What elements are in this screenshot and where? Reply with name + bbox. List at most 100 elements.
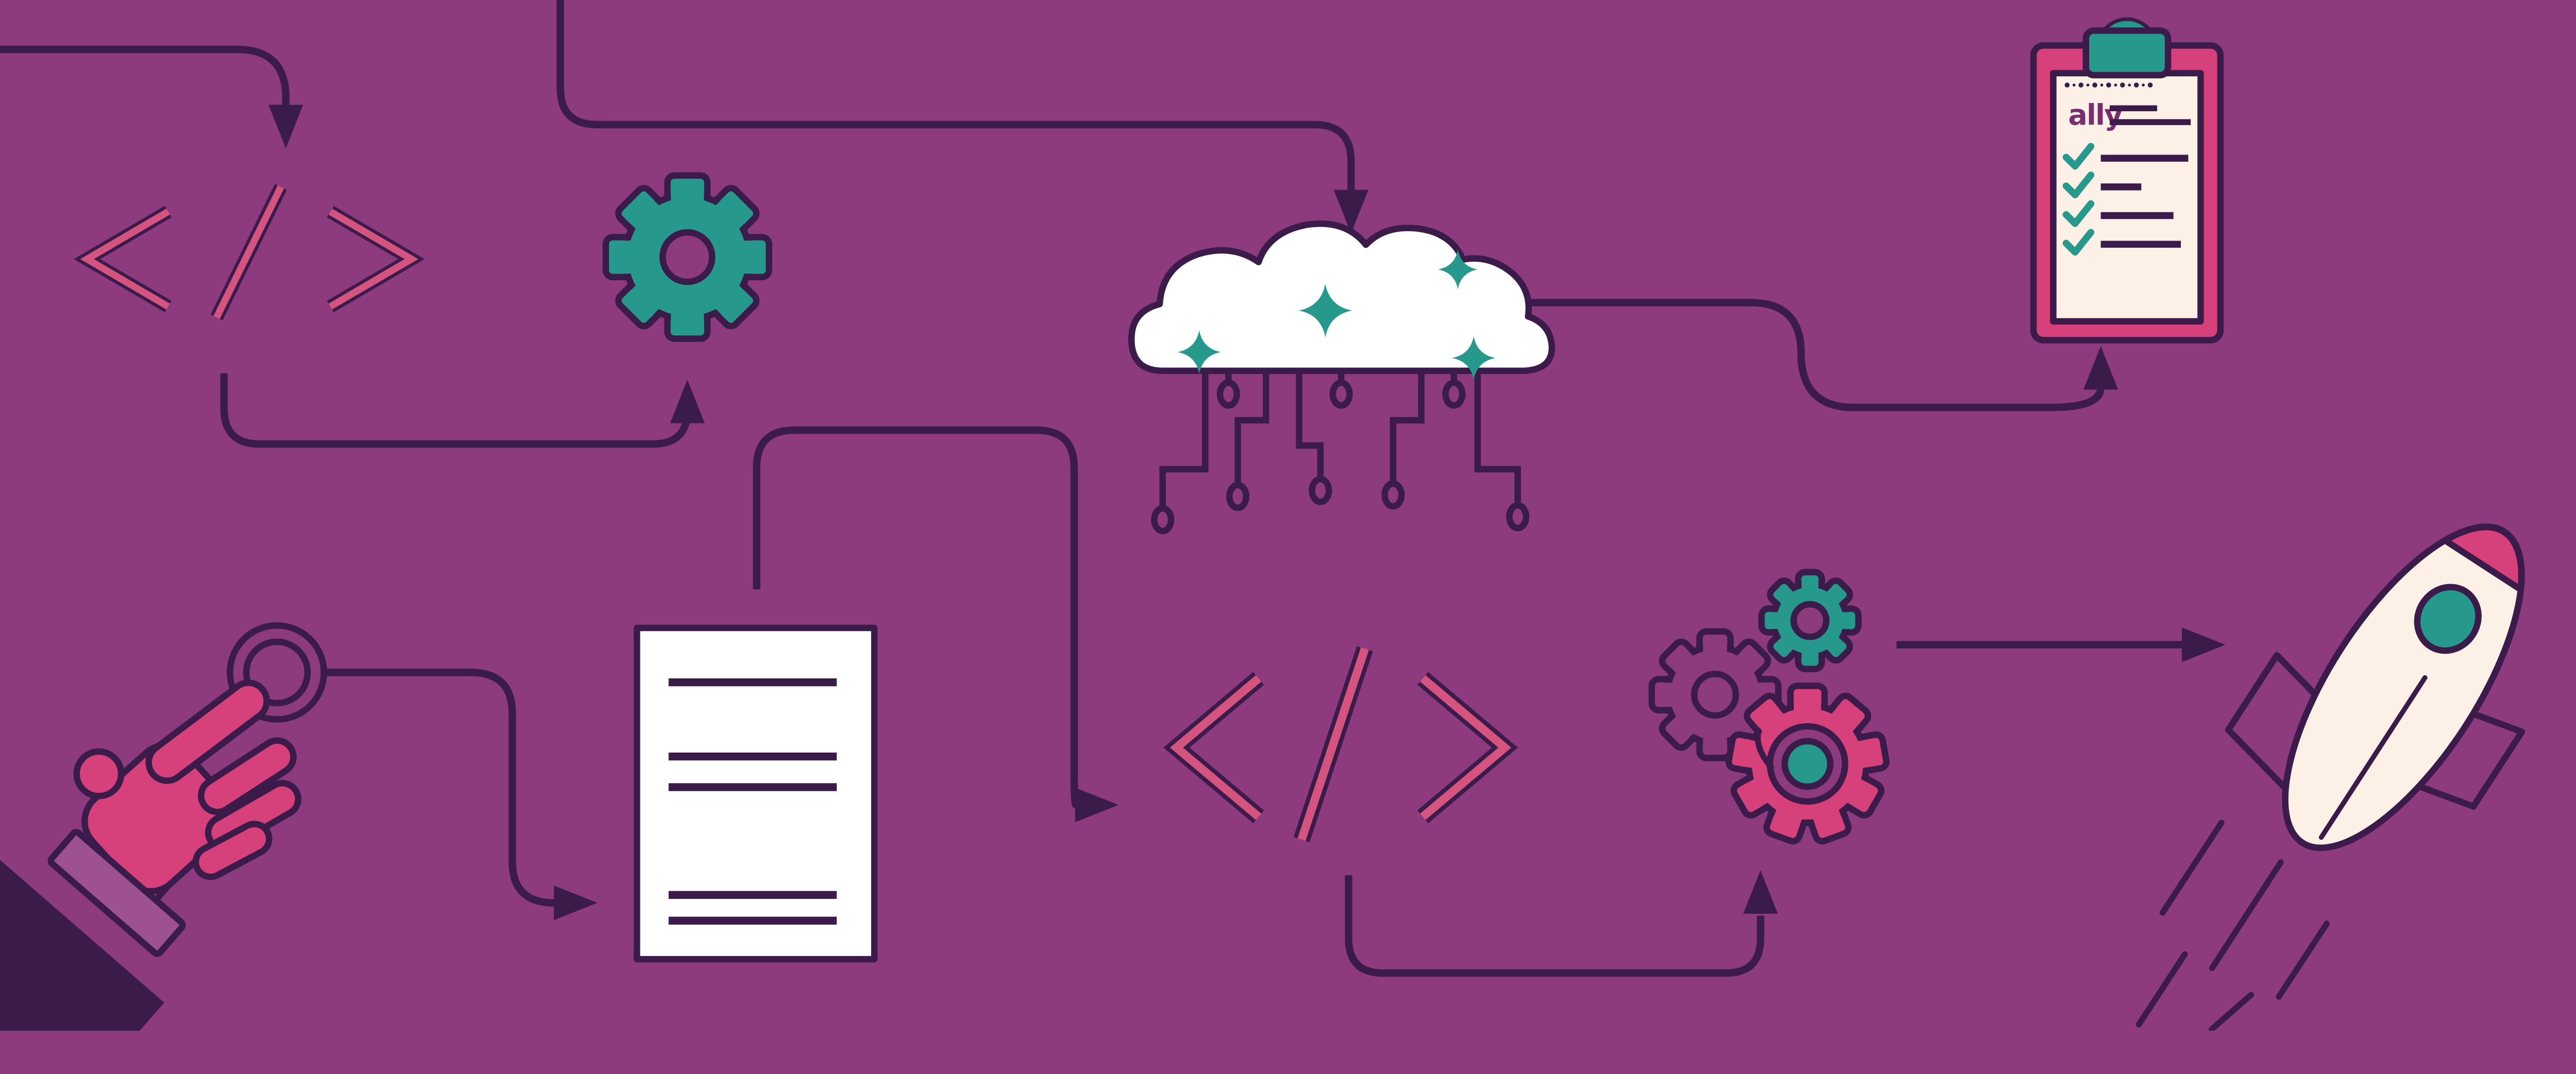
checklist-line: [2100, 155, 2189, 162]
arrowhead-up-icon: [1743, 870, 1778, 914]
arrowhead-up-icon: [670, 380, 705, 423]
gear-part: [1812, 806, 1845, 838]
sparkle-icon: [1298, 283, 1352, 337]
checklist-line: [2100, 212, 2174, 219]
gear-pink-hub: [1781, 738, 1834, 790]
checkmark-icon: [2062, 229, 2095, 256]
gear-part: [1836, 612, 1855, 629]
sleeve-cuff: [47, 829, 186, 957]
document-icon: [634, 624, 878, 963]
checkmark-icon: [2062, 200, 2095, 227]
button-inner-ring: [243, 638, 311, 707]
gear-part: [1801, 575, 1819, 594]
flow-arrow-8: [1526, 299, 2105, 412]
workflow-illustration: ally: [0, 0, 2526, 1031]
clipboard-clip: [2082, 27, 2172, 79]
flow-arrows: [0, 0, 2226, 977]
ally-logo: ally: [2068, 98, 2123, 132]
paper-perforation-dots: [2064, 82, 2153, 88]
circuit-drop: [1389, 369, 1425, 482]
arrowhead-right-icon: [1075, 788, 1119, 823]
document-line: [668, 783, 837, 791]
gear-part: [1666, 645, 1695, 675]
gear-part: [714, 192, 753, 230]
circuit-node: [1442, 379, 1466, 409]
thumb: [73, 748, 125, 799]
circuit-drop: [1474, 369, 1521, 504]
flow-arrow-2: [220, 373, 691, 448]
gear-part: [1801, 647, 1819, 666]
flow-arrow-5: [753, 426, 1080, 809]
gear-teal-small: [1758, 569, 1862, 672]
gear-part: [1824, 635, 1846, 657]
circuit-node: [1309, 475, 1332, 505]
checklist-rows: [2062, 143, 2189, 256]
code-bracket-right: [1417, 672, 1518, 824]
gear-cluster-icon: [1648, 569, 1890, 845]
arrowhead-up-icon: [2083, 346, 2119, 390]
speed-lines: [2136, 820, 2330, 1031]
arrowhead-right-icon: [554, 885, 598, 920]
checklist-line: [2100, 241, 2181, 248]
gear-part: [1751, 700, 1785, 734]
sparkle-icon: [1438, 249, 1478, 289]
press-button-hand-icon: [0, 622, 327, 1031]
circuit-node: [1216, 379, 1240, 409]
gear-icon: [602, 172, 772, 342]
code-bracket-left: [1163, 672, 1264, 824]
circuit-drop: [1296, 369, 1324, 478]
gear-part: [1790, 601, 1830, 640]
code-bracket-right: [327, 206, 425, 313]
arrowhead-down-icon: [1333, 190, 1368, 234]
arrowhead-down-icon: [268, 105, 303, 148]
gear-part: [714, 284, 753, 322]
gear-part: [622, 192, 660, 230]
circuit-node: [1506, 502, 1530, 532]
gear-part: [1830, 700, 1865, 734]
clipboard-paper: [2050, 70, 2204, 325]
gear-part: [1774, 635, 1795, 657]
finger: [192, 821, 273, 880]
sleeve: [0, 853, 164, 1031]
gear-part: [1844, 778, 1878, 812]
paper-header-line: [2109, 119, 2191, 125]
gear-part: [659, 229, 716, 285]
code-tag-icon: [1163, 646, 1518, 843]
gear-part: [1655, 683, 1677, 707]
gear-part: [671, 179, 704, 205]
cloud-shape: [1128, 220, 1555, 374]
rocket-icon: [2136, 523, 2526, 1031]
rocket-nose: [2442, 523, 2525, 593]
gear-part: [1774, 584, 1795, 606]
gear-part: [609, 241, 635, 274]
circuit-node: [1226, 482, 1250, 512]
button-outer-ring: [227, 622, 327, 723]
gear-part: [622, 284, 660, 322]
flow-arrow-4: [324, 669, 558, 907]
gear-part: [1824, 584, 1846, 606]
code-tag-icon: [74, 184, 425, 320]
document-page: [634, 624, 878, 963]
checkmark-icon: [2062, 143, 2095, 170]
gear-part: [1691, 671, 1739, 719]
circuit-node: [1329, 379, 1353, 409]
gear-part: [739, 241, 766, 274]
code-bracket-left: [74, 206, 172, 313]
flow-arrow-6: [1345, 875, 1765, 977]
document-line: [668, 916, 837, 925]
gear-part: [1793, 689, 1821, 715]
checklist-line: [2100, 183, 2142, 191]
sparkle-cloud-icon: [1128, 220, 1555, 535]
hand: [0, 679, 301, 1031]
gear-part: [1703, 732, 1727, 755]
paper-header-line: [2109, 105, 2157, 111]
finger: [198, 737, 297, 815]
circuit-drop: [1234, 369, 1269, 483]
gear-part: [1703, 635, 1727, 657]
circuit-drop: [1159, 369, 1209, 506]
checkmark-icon: [2062, 172, 2095, 198]
flow-arrow-3: [556, 0, 1355, 193]
circuit-lines: [1151, 369, 1530, 535]
gear-part: [1770, 806, 1803, 838]
gear-part: [1737, 778, 1771, 812]
